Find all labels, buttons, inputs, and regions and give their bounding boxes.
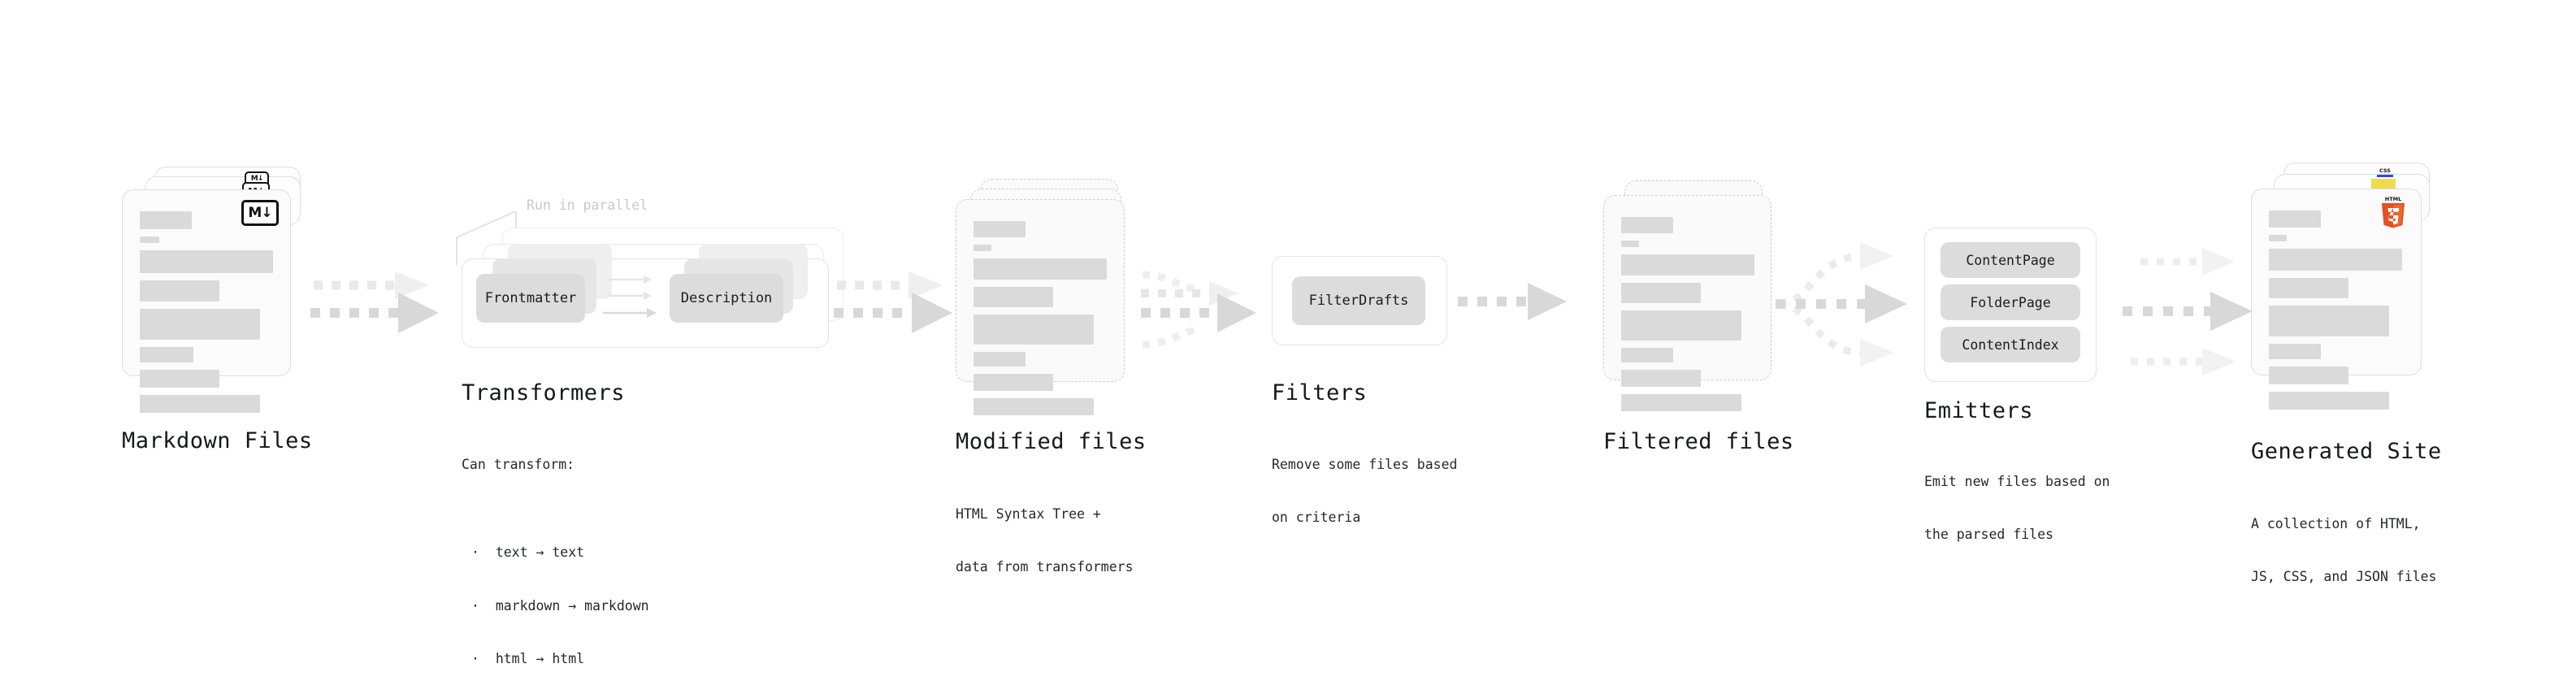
modified-skeleton-lines bbox=[974, 221, 1109, 423]
filters-description-line: Remove some files based bbox=[1272, 456, 1458, 472]
transformer-pill-label: Frontmatter bbox=[484, 290, 577, 306]
transformer-pill-description[interactable]: Description bbox=[670, 274, 783, 323]
skeleton-line bbox=[974, 287, 1053, 307]
transformers-bullet: text → text bbox=[471, 544, 649, 562]
skeleton-line bbox=[1621, 254, 1754, 275]
skeleton-line bbox=[140, 236, 159, 243]
modified-files-stack bbox=[956, 179, 1159, 415]
stage-title-markdown-files: Markdown Files bbox=[122, 428, 313, 453]
site-skeleton-lines bbox=[2269, 210, 2406, 417]
generated-site-stack: CSS HTML bbox=[2251, 163, 2470, 410]
skeleton-line bbox=[974, 398, 1094, 415]
skeleton-line bbox=[1621, 310, 1741, 340]
markdown-badge-letter: M bbox=[248, 204, 262, 221]
svg-text:CSS: CSS bbox=[2379, 167, 2391, 174]
css3-icon: CSS bbox=[2377, 167, 2393, 177]
generated-site-description-line: JS, CSS, and JSON files bbox=[2251, 568, 2437, 584]
emitters-description-line: the parsed files bbox=[1924, 526, 2053, 542]
skeleton-line bbox=[1621, 217, 1673, 233]
skeleton-line bbox=[140, 370, 219, 388]
markdown-badge-arrow: ↓ bbox=[257, 175, 263, 183]
skeleton-line bbox=[1621, 370, 1701, 387]
skeleton-line bbox=[140, 395, 260, 413]
markdown-skeleton-lines bbox=[140, 211, 275, 420]
markdown-card-front: M↓ bbox=[122, 189, 291, 413]
skeleton-line bbox=[140, 309, 260, 340]
skeleton-line bbox=[1621, 241, 1639, 247]
connector-emitters-to-site-parallel bbox=[2123, 248, 2253, 375]
emitter-pill-contentpage[interactable]: ContentPage bbox=[1941, 242, 2080, 278]
svg-text:HTML: HTML bbox=[2385, 196, 2401, 202]
emitter-pill-contentindex[interactable]: ContentIndex bbox=[1941, 327, 2080, 362]
skeleton-line bbox=[2269, 249, 2402, 271]
transformers-can-transform-heading: Can transform: bbox=[462, 456, 575, 472]
emitters-description-line: Emit new files based on bbox=[1924, 473, 2110, 489]
generated-site-description-line: A collection of HTML, bbox=[2251, 515, 2421, 531]
skeleton-line bbox=[974, 352, 1026, 367]
emitters-description: Emit new files based on the parsed files bbox=[1924, 437, 2110, 579]
connector-filters-to-filtered bbox=[1458, 283, 1567, 320]
skeleton-line bbox=[2269, 278, 2348, 298]
transformers-bullet: markdown → markdown bbox=[471, 597, 649, 615]
markdown-badge-front: M↓ bbox=[241, 200, 279, 226]
connector-md-to-transformers bbox=[310, 271, 439, 333]
stage-title-modified-files: Modified files bbox=[956, 429, 1147, 454]
skeleton-line bbox=[974, 245, 991, 251]
skeleton-line bbox=[1621, 348, 1673, 362]
skeleton-line bbox=[2269, 210, 2321, 228]
stage-title-filters: Filters bbox=[1272, 380, 1368, 406]
skeleton-line bbox=[2269, 235, 2287, 241]
filtered-card-front bbox=[1603, 195, 1772, 411]
connector-transformers-to-modified bbox=[834, 271, 952, 333]
emitter-pill-folderpage[interactable]: FolderPage bbox=[1941, 284, 2080, 320]
html5-icon: HTML bbox=[2382, 196, 2405, 228]
stage-title-filtered-files: Filtered files bbox=[1603, 429, 1794, 454]
connector-filtered-to-emitters-fanout bbox=[1776, 242, 1907, 367]
skeleton-line bbox=[1621, 394, 1741, 411]
transformers-description: Can transform: text → text markdown → ma… bbox=[462, 420, 649, 681]
skeleton-line bbox=[140, 347, 193, 362]
modified-files-description: HTML Syntax Tree + data from transformer… bbox=[956, 470, 1134, 611]
emitter-pill-label: ContentPage bbox=[1966, 252, 2055, 268]
site-card-front: HTML bbox=[2251, 189, 2422, 410]
filters-description: Remove some files based on criteria bbox=[1272, 420, 1457, 562]
transformers-internal-arrows bbox=[603, 275, 657, 318]
transformers-bullet: html → html bbox=[471, 650, 649, 668]
transformer-pill-label: Description bbox=[680, 290, 773, 306]
skeleton-line bbox=[140, 211, 192, 229]
stage-title-generated-site: Generated Site bbox=[2251, 439, 2442, 464]
markdown-badge-arrow: ↓ bbox=[261, 204, 272, 221]
emitter-pill-label: ContentIndex bbox=[1962, 336, 2059, 353]
skeleton-line bbox=[2269, 392, 2389, 410]
transformer-pill-frontmatter[interactable]: Frontmatter bbox=[476, 274, 585, 323]
modified-files-description-line: data from transformers bbox=[956, 558, 1134, 575]
stage-title-transformers: Transformers bbox=[462, 380, 626, 406]
skeleton-line bbox=[2269, 367, 2348, 384]
markdown-files-stack: M↓ M↓ M↓ bbox=[122, 167, 325, 413]
skeleton-line bbox=[140, 280, 219, 301]
run-in-parallel-label: Run in parallel bbox=[527, 197, 648, 213]
filter-pill-label: FilterDrafts bbox=[1308, 293, 1409, 309]
skeleton-line bbox=[974, 314, 1094, 345]
filtered-files-stack bbox=[1603, 180, 1806, 411]
transformers-bullet-list: text → text markdown → markdown html → h… bbox=[471, 509, 649, 681]
skeleton-line bbox=[974, 374, 1053, 391]
modified-files-description-line: HTML Syntax Tree + bbox=[956, 505, 1101, 522]
filters-description-line: on criteria bbox=[1272, 509, 1361, 525]
skeleton-line bbox=[2269, 306, 2389, 336]
skeleton-line bbox=[140, 250, 273, 273]
skeleton-line bbox=[1621, 283, 1701, 303]
modified-card-front bbox=[956, 199, 1125, 415]
markdown-badge-letter: M bbox=[250, 175, 258, 183]
connector-modified-to-filters bbox=[1141, 271, 1256, 349]
skeleton-line bbox=[974, 258, 1107, 280]
stage-title-emitters: Emitters bbox=[1924, 398, 2034, 423]
generated-site-description: A collection of HTML, JS, CSS, and JSON … bbox=[2251, 479, 2436, 621]
filter-pill-filterdrafts[interactable]: FilterDrafts bbox=[1292, 276, 1425, 325]
skeleton-line bbox=[974, 221, 1026, 237]
emitter-pill-label: FolderPage bbox=[1970, 294, 2051, 310]
skeleton-line bbox=[2269, 344, 2321, 359]
filtered-skeleton-lines bbox=[1621, 217, 1756, 419]
